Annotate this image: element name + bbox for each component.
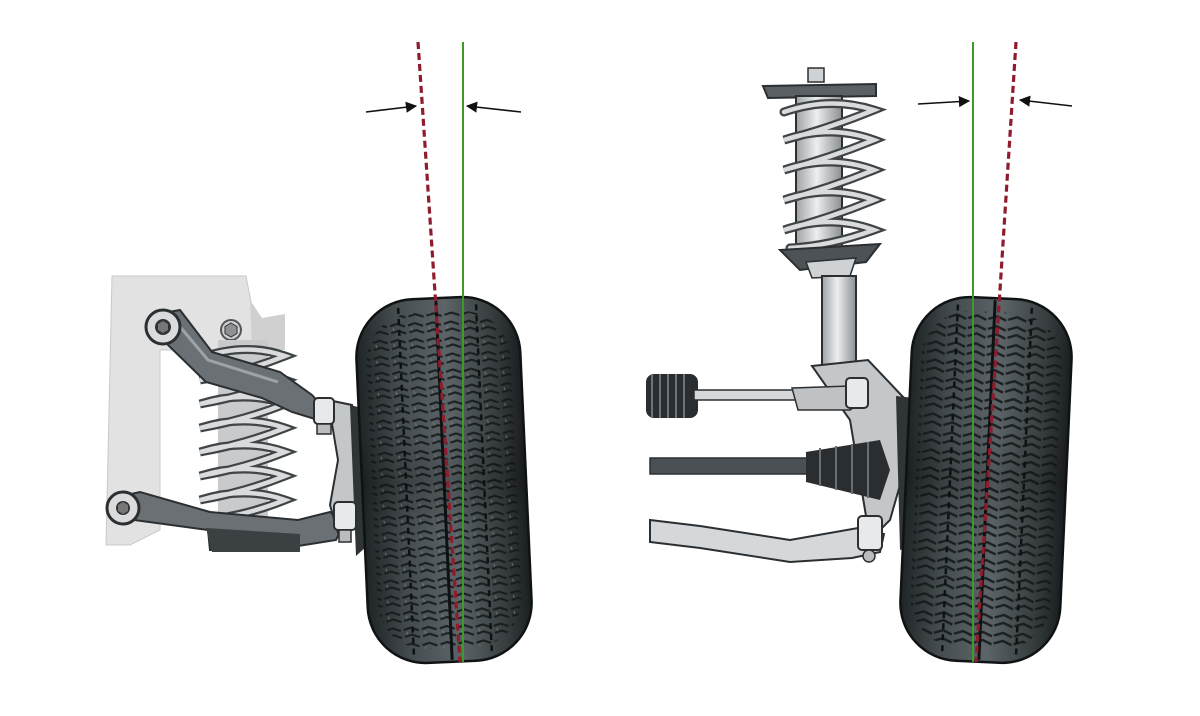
upper-ball-joint-icon <box>313 397 335 435</box>
right-camber-arrow-outer <box>917 96 971 108</box>
tie-rod <box>693 389 799 401</box>
left-wheel-centerline <box>416 41 462 663</box>
chassis-bolt-icon <box>220 319 242 341</box>
right-lower-control-arm <box>649 518 886 564</box>
upper-bushing-icon <box>144 308 182 346</box>
left-tire <box>355 295 533 665</box>
right-suspension-group <box>646 41 1073 665</box>
lower-ball-joint-right-icon <box>857 515 883 563</box>
cv-joint-boot <box>806 440 890 500</box>
left-suspension-group <box>105 41 533 665</box>
chassis-plate <box>105 275 254 546</box>
left-camber-arrow-outer <box>365 101 418 113</box>
strut-coil-spring <box>779 99 888 253</box>
lower-bushing-icon <box>105 490 141 526</box>
lower-ball-joint-icon <box>333 501 357 543</box>
right-camber-arrow-inner <box>1018 95 1073 107</box>
strut-lower-tube <box>821 275 857 377</box>
tie-rod-boot <box>646 374 698 418</box>
tie-rod-end-icon <box>845 377 869 409</box>
right-tire <box>899 295 1073 665</box>
left-camber-arrow-inner <box>465 101 522 113</box>
right-wheel-centerline <box>974 41 1018 663</box>
drive-shaft <box>649 457 813 475</box>
strut-top-mount <box>761 67 877 100</box>
